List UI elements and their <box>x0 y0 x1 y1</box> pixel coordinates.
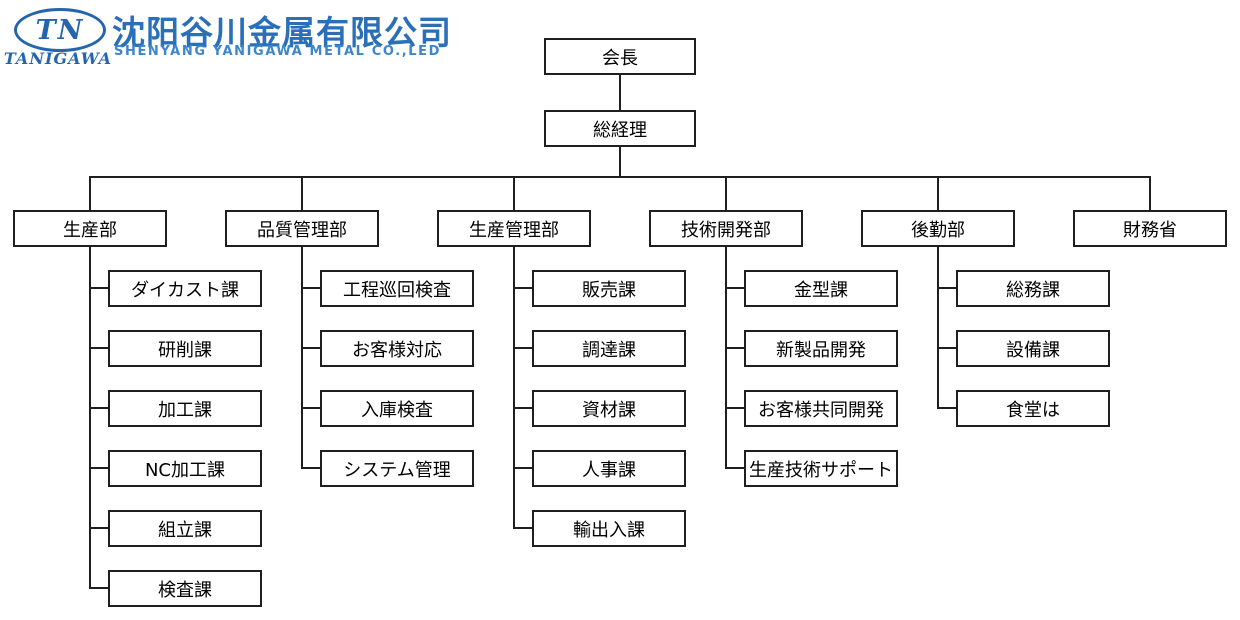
connector-line <box>301 247 303 469</box>
connector-line <box>89 347 109 349</box>
connector-line <box>513 467 533 469</box>
company-name-chinese: 沈阳谷川金属有限公司 <box>112 13 452 52</box>
node-section-process-patrol-inspection: 工程巡回検査 <box>320 270 474 307</box>
node-section-grinding: 研削課 <box>108 330 262 367</box>
node-dept-quality-management: 品質管理部 <box>225 210 379 247</box>
connector-line <box>89 247 91 589</box>
node-section-hr: 人事課 <box>532 450 686 487</box>
node-chairman: 会長 <box>544 38 696 75</box>
connector-line <box>89 176 91 210</box>
company-name-english: SHENYANG YANIGAWA METAL CO.,LED <box>114 44 442 59</box>
node-section-system-management: システム管理 <box>320 450 474 487</box>
node-section-import-export: 輸出入課 <box>532 510 686 547</box>
node-general-manager: 総経理 <box>544 110 696 147</box>
connector-line <box>89 467 109 469</box>
node-section-nc-machining: NC加工課 <box>108 450 262 487</box>
node-section-machining: 加工課 <box>108 390 262 427</box>
connector-line <box>619 75 621 110</box>
node-section-customer-joint-development: お客様共同開発 <box>744 390 898 427</box>
node-section-general-affairs: 総務課 <box>956 270 1110 307</box>
connector-line <box>937 176 939 210</box>
connector-line <box>89 287 109 289</box>
connector-line <box>301 287 321 289</box>
node-dept-production-management: 生産管理部 <box>437 210 591 247</box>
logo-tn-monogram: TN <box>35 14 85 46</box>
connector-line <box>513 527 533 529</box>
connector-line <box>619 147 621 178</box>
connector-line <box>937 407 957 409</box>
connector-line <box>937 247 939 409</box>
node-section-die-casting: ダイカスト課 <box>108 270 262 307</box>
node-section-sales: 販売課 <box>532 270 686 307</box>
connector-line <box>513 407 533 409</box>
connector-line <box>513 347 533 349</box>
node-dept-finance: 財務省 <box>1073 210 1227 247</box>
connector-line <box>725 176 727 210</box>
connector-line <box>937 347 957 349</box>
connector-line <box>725 467 745 469</box>
connector-line <box>301 407 321 409</box>
connector-line <box>89 587 109 589</box>
node-dept-technology-development: 技術開発部 <box>649 210 803 247</box>
connector-line <box>513 287 533 289</box>
node-section-inspection: 検査課 <box>108 570 262 607</box>
node-section-procurement: 調達課 <box>532 330 686 367</box>
connector-line <box>513 176 515 210</box>
node-section-equipment: 設備課 <box>956 330 1110 367</box>
node-section-assembly: 組立課 <box>108 510 262 547</box>
connector-line <box>725 247 727 469</box>
logo-tn-ellipse: TN <box>14 8 106 52</box>
connector-line <box>937 287 957 289</box>
node-dept-production: 生産部 <box>13 210 167 247</box>
node-dept-logistics: 後勤部 <box>861 210 1015 247</box>
node-section-materials: 資材課 <box>532 390 686 427</box>
node-section-customer-service: お客様対応 <box>320 330 474 367</box>
connector-line <box>89 527 109 529</box>
connector-line <box>89 176 1151 178</box>
connector-line <box>89 407 109 409</box>
connector-line <box>725 407 745 409</box>
connector-line <box>301 347 321 349</box>
connector-line <box>513 247 515 529</box>
connector-line <box>301 176 303 210</box>
node-section-new-product-development: 新製品開発 <box>744 330 898 367</box>
connector-line <box>1149 176 1151 210</box>
node-section-incoming-inspection: 入庫検査 <box>320 390 474 427</box>
connector-line <box>725 287 745 289</box>
node-section-production-tech-support: 生産技術サポート <box>744 450 898 487</box>
node-section-cafeteria: 食堂は <box>956 390 1110 427</box>
node-section-mold: 金型課 <box>744 270 898 307</box>
connector-line <box>725 347 745 349</box>
logo-tanigawa-text: TANIGAWA <box>3 49 113 68</box>
connector-line <box>301 467 321 469</box>
